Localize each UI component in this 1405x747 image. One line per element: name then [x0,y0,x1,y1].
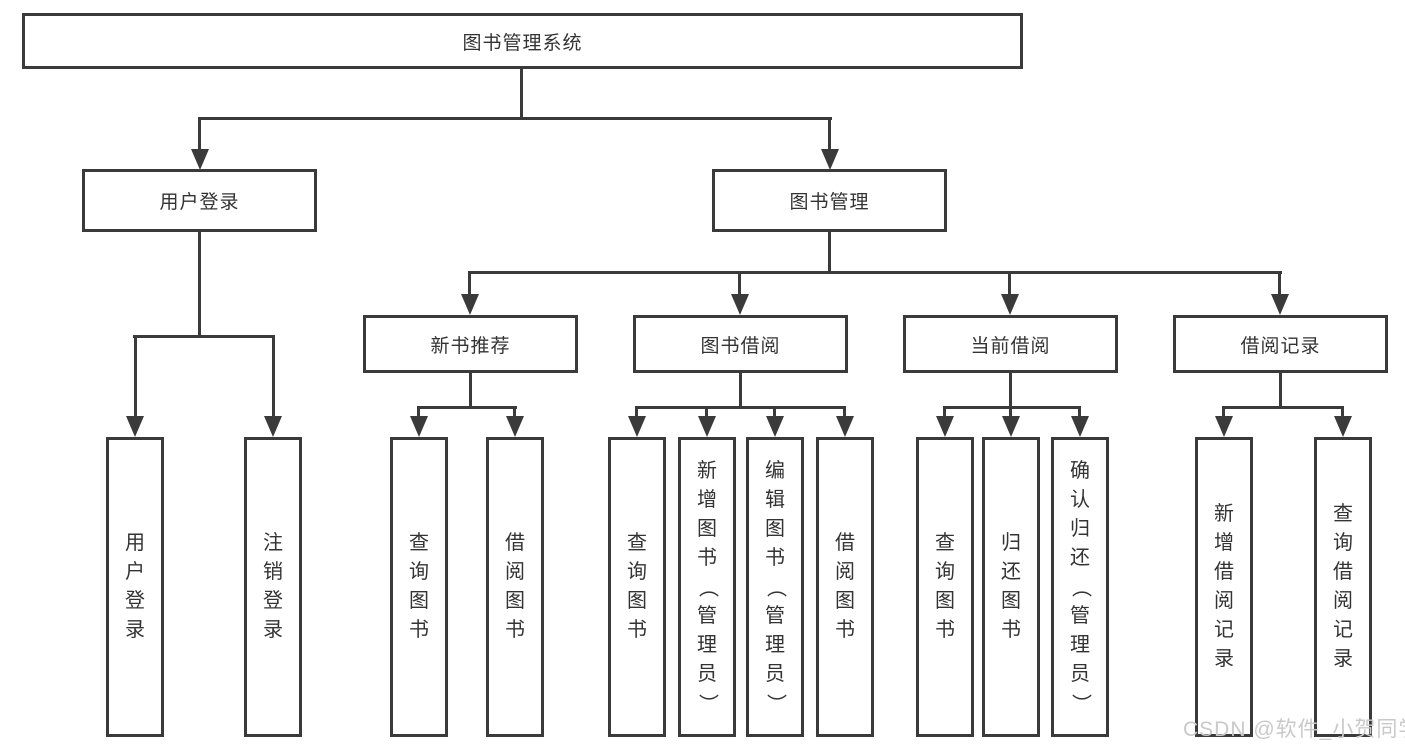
connector-leaf-drop [1222,406,1225,418]
node-borrow-records: 借阅记录 [1173,315,1388,373]
leaf-logout: 注销登录 [244,437,302,737]
connector-book-borrow-rail [635,406,846,409]
leaf-query-books-current: 查询图书 [916,437,974,737]
arrow-down-icon [1215,416,1233,437]
node-book-management: 图书管理 [712,169,947,232]
node-root: 图书管理系统 [22,13,1023,69]
arrow-down-icon [936,416,954,437]
node-user-login-label: 用户登录 [159,192,240,213]
leaf-add-borrow-record: 新增借阅记录 [1195,437,1253,737]
leaf-confirm-return-admin: 确认归还（管理员） [1051,437,1109,737]
arrow-down-icon [766,416,784,437]
connector-l3-drop [468,271,471,297]
arrow-down-icon [1001,294,1019,315]
connector-leaf-drop [1009,406,1012,418]
connector-user-login-stem [198,231,201,335]
connector-leaf-drop [773,406,776,418]
leaf-add-borrow-record-label: 新增借阅记录 [1214,503,1234,670]
connector-user-login-drop [198,117,201,153]
connector-root-stem [520,69,523,118]
connector-new-book-stem [469,373,472,409]
connector-book-mgmt-rail [468,271,1282,274]
arrow-down-icon [1334,416,1352,437]
connector-new-book-rail [417,406,517,409]
connector-leaf-drop [1078,406,1081,418]
leaf-query-books-borrow: 查询图书 [608,437,666,737]
connector-l3-drop [1008,271,1011,297]
arrow-down-icon [126,416,144,437]
node-new-book-recommend: 新书推荐 [363,315,578,373]
watermark: CSDN @软件_小贺同学 [1183,718,1405,741]
leaf-query-books-recommend-label: 查询图书 [409,532,429,641]
leaf-return-books-label: 归还图书 [1001,532,1021,641]
leaf-query-books-current-label: 查询图书 [935,532,955,641]
node-borrow-records-label: 借阅记录 [1240,335,1321,357]
connector-borrow-record-rail [1222,406,1344,409]
connector-current-borrow-rail [943,406,1081,409]
connector-book-mgmt-drop [828,117,831,153]
connector-leaf-drop [134,335,137,419]
connector-leaf-drop [943,406,946,418]
node-book-management-label: 图书管理 [789,192,870,213]
leaf-borrow-books-label: 借阅图书 [835,532,855,641]
node-current-borrow: 当前借阅 [903,315,1118,373]
leaf-edit-books-admin: 编辑图书（管理员） [746,437,804,737]
connector-leaf-drop [705,406,708,418]
leaf-logout-label: 注销登录 [263,532,283,641]
leaf-add-books-admin: 新增图书（管理员） [678,437,736,737]
arrow-down-icon [264,416,282,437]
arrow-down-icon [506,416,524,437]
leaf-edit-books-admin-label: 编辑图书（管理员） [764,459,787,714]
connector-root-rail [198,117,832,120]
node-current-borrow-label: 当前借阅 [970,335,1051,357]
connector-l3-drop [738,271,741,297]
arrow-down-icon [410,416,428,437]
leaf-borrow-books-recommend-label: 借阅图书 [505,532,525,641]
connector-leaf-drop [513,406,516,418]
node-new-book-recommend-label: 新书推荐 [430,335,511,357]
connector-leaf-drop [272,335,275,419]
arrow-down-icon [1271,294,1289,315]
leaf-borrow-books-recommend: 借阅图书 [486,437,544,737]
connector-leaf-drop [843,406,846,418]
connector-borrow-record-stem [1279,373,1282,409]
connector-current-borrow-stem [1009,373,1012,409]
leaf-add-books-admin-label: 新增图书（管理员） [696,459,719,714]
arrow-down-icon [1071,416,1089,437]
arrow-down-icon [628,416,646,437]
leaf-query-books-borrow-label: 查询图书 [627,532,647,641]
node-book-borrow: 图书借阅 [633,315,848,373]
arrow-down-icon [698,416,716,437]
leaf-user-login: 用户登录 [106,437,164,737]
leaf-user-login-label: 用户登录 [125,532,145,641]
leaf-confirm-return-admin-label: 确认归还（管理员） [1069,459,1092,714]
leaf-query-borrow-record: 查询借阅记录 [1314,437,1372,737]
node-book-borrow-label: 图书借阅 [700,335,781,357]
node-root-label: 图书管理系统 [462,32,583,54]
arrow-down-icon [1002,416,1020,437]
connector-l3-drop [1278,271,1281,297]
node-user-login: 用户登录 [82,169,317,232]
leaf-borrow-books: 借阅图书 [816,437,874,737]
arrow-down-icon [821,149,839,170]
connector-leaf-drop [635,406,638,418]
leaf-query-books-recommend: 查询图书 [390,437,448,737]
connector-leaf-drop [1341,406,1344,418]
connector-book-mgmt-stem [828,231,831,273]
leaf-return-books: 归还图书 [982,437,1040,737]
connector-leaf-drop [417,406,420,418]
arrow-down-icon [191,149,209,170]
leaf-query-borrow-record-label: 查询借阅记录 [1333,503,1353,670]
arrow-down-icon [836,416,854,437]
connector-book-borrow-stem [739,373,742,409]
connector-user-login-rail [133,335,275,338]
arrow-down-icon [461,294,479,315]
arrow-down-icon [731,294,749,315]
